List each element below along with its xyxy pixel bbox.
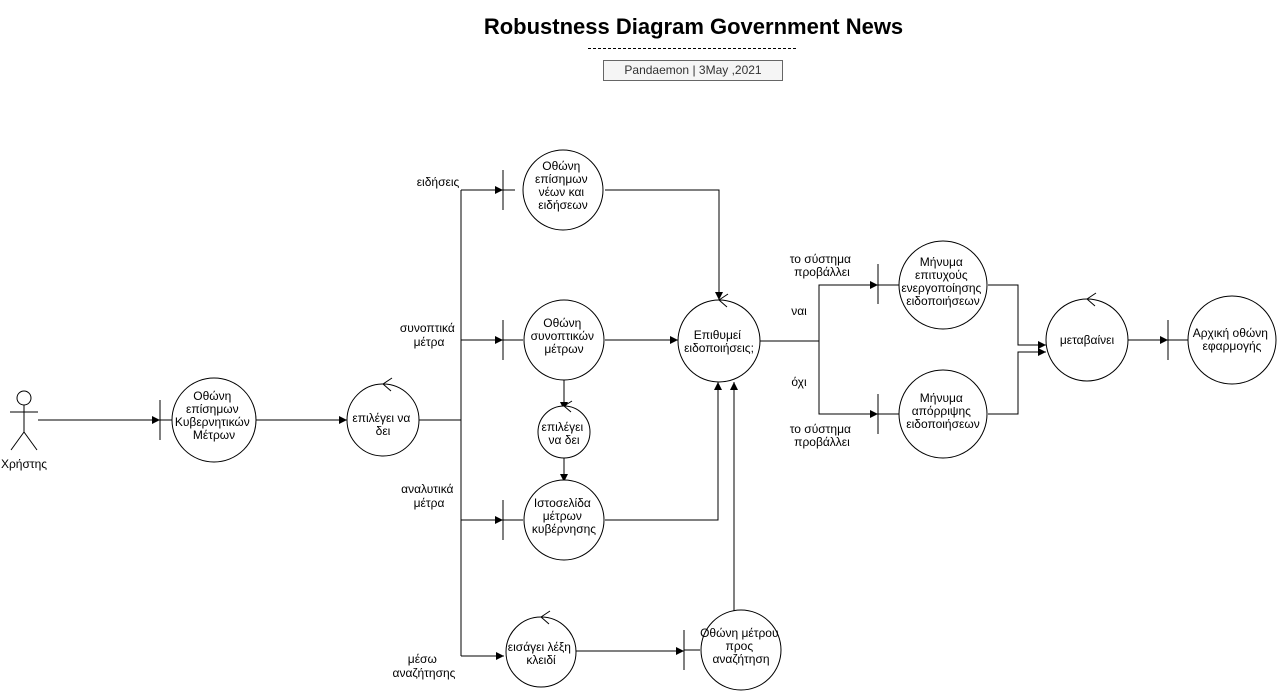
boundary-circle (523, 299, 605, 381)
control-arrowhead (382, 377, 393, 392)
boundary-label: Αρχική οθώνη εφαρμογής (1193, 326, 1272, 353)
actor-leg-right (23, 431, 38, 451)
boundary-label: Οθώνη επίσημων Κυβερνητικών Μέτρων (175, 389, 253, 442)
boundary-label: Μήνυμα απόρριψης ειδοποιήσεων (906, 391, 979, 431)
boundary-label: Οθώνη συνοπτικών μέτρων (531, 316, 598, 356)
edge-news-to-wants (605, 189, 723, 300)
subtitle-box: Pandaemon | 3May ,2021 (603, 60, 783, 81)
boundary-success-message[interactable]: Μήνυμα επιτυχούς ενεργοποίησης ειδοποιήσ… (877, 240, 988, 330)
control-enter-keyword[interactable]: εισάγει λέξη κλειδί (505, 610, 577, 688)
control-arrowhead (563, 400, 573, 413)
edge-labels: ειδήσεις συνοπτικά μέτρα αναλυτικά μέτρα… (393, 175, 855, 680)
boundary-gov-website[interactable]: Ιστοσελίδα μέτρων κυβέρνησης (502, 479, 605, 561)
boundary-label: Οθώνη μέτρου προς αναζήτηση (700, 626, 782, 666)
boundary-circle (1187, 295, 1277, 385)
label-system-shows-reject: το σύστημα προβάλλει (790, 422, 855, 449)
control-wants-notifications[interactable]: Επιθυμεί ειδοποιήσεις; (677, 293, 761, 383)
boundary-circle (898, 240, 988, 330)
label-analytic: αναλυτικά μέτρα (401, 482, 457, 510)
boundary-circle (171, 377, 257, 463)
control-choose-to-see[interactable]: επιλέγει να δει (346, 377, 420, 457)
control-label: επιλέγει να δει (541, 420, 586, 447)
connections (38, 186, 1168, 660)
edge-reject-to-navigates (988, 348, 1046, 415)
boundary-home-screen[interactable]: Αρχική οθώνη εφαρμογής (1167, 295, 1277, 385)
boundary-circle (523, 479, 605, 561)
boundary-label: Ιστοσελίδα μέτρων κυβέρνησης (532, 496, 596, 536)
label-summary: συνοπτικά μέτρα (400, 321, 458, 349)
label-system-shows-success: το σύστημα προβάλλει (790, 252, 855, 279)
page-title: Robustness Diagram Government News (483, 14, 904, 39)
boundary-circle (700, 609, 782, 691)
actor-label: Χρήστης (1, 457, 47, 471)
edge-no-to-reject (818, 341, 878, 418)
boundary-circle (898, 369, 988, 459)
actor-head (16, 390, 32, 406)
label-yes: ναι (791, 304, 807, 318)
control-arrowhead (540, 610, 551, 625)
control-navigates[interactable]: μεταβαίνει (1045, 292, 1129, 382)
control-label: εισάγει λέξη κλειδί (508, 640, 574, 667)
boundary-summary-measures-screen[interactable]: Οθώνη συνοπτικών μέτρων (502, 299, 605, 381)
edge-success-to-navigates (988, 284, 1046, 349)
label-news: ειδήσεις (417, 175, 460, 189)
boundary-label: Οθώνη επίσημων νέων και ειδήσεων (535, 159, 591, 212)
boundary-official-news-screen[interactable]: Οθώνη επίσημων νέων και ειδήσεων (502, 149, 604, 231)
boundary-reject-message[interactable]: Μήνυμα απόρριψης ειδοποιήσεων (877, 369, 988, 459)
edge-yes-to-success (818, 281, 878, 341)
label-no: όχι (791, 375, 807, 389)
actor-user[interactable]: Χρήστης (1, 390, 47, 471)
label-search: μέσω αναζήτησης (393, 652, 456, 680)
control-label: μεταβαίνει (1060, 333, 1115, 347)
boundary-label: Μήνυμα επιτυχούς ενεργοποίησης ειδοποιήσ… (901, 255, 984, 308)
edge-website-to-wants (605, 382, 722, 521)
actor-leg-left (10, 431, 25, 451)
control-arrowhead (718, 293, 729, 308)
control-label: επιλέγει να δει (352, 411, 413, 438)
boundary-circle (522, 149, 604, 231)
control-choose-sub[interactable]: επιλέγει να δει (537, 400, 591, 459)
title-divider (588, 48, 796, 49)
boundary-search-measure-screen[interactable]: Οθώνη μέτρου προς αναζήτηση (683, 609, 782, 691)
control-label: Επιθυμεί ειδοποιήσεις; (684, 328, 754, 355)
boundary-official-measures-screen[interactable]: Οθώνη επίσημων Κυβερνητικών Μέτρων (159, 377, 257, 463)
control-arrowhead (1086, 292, 1097, 307)
